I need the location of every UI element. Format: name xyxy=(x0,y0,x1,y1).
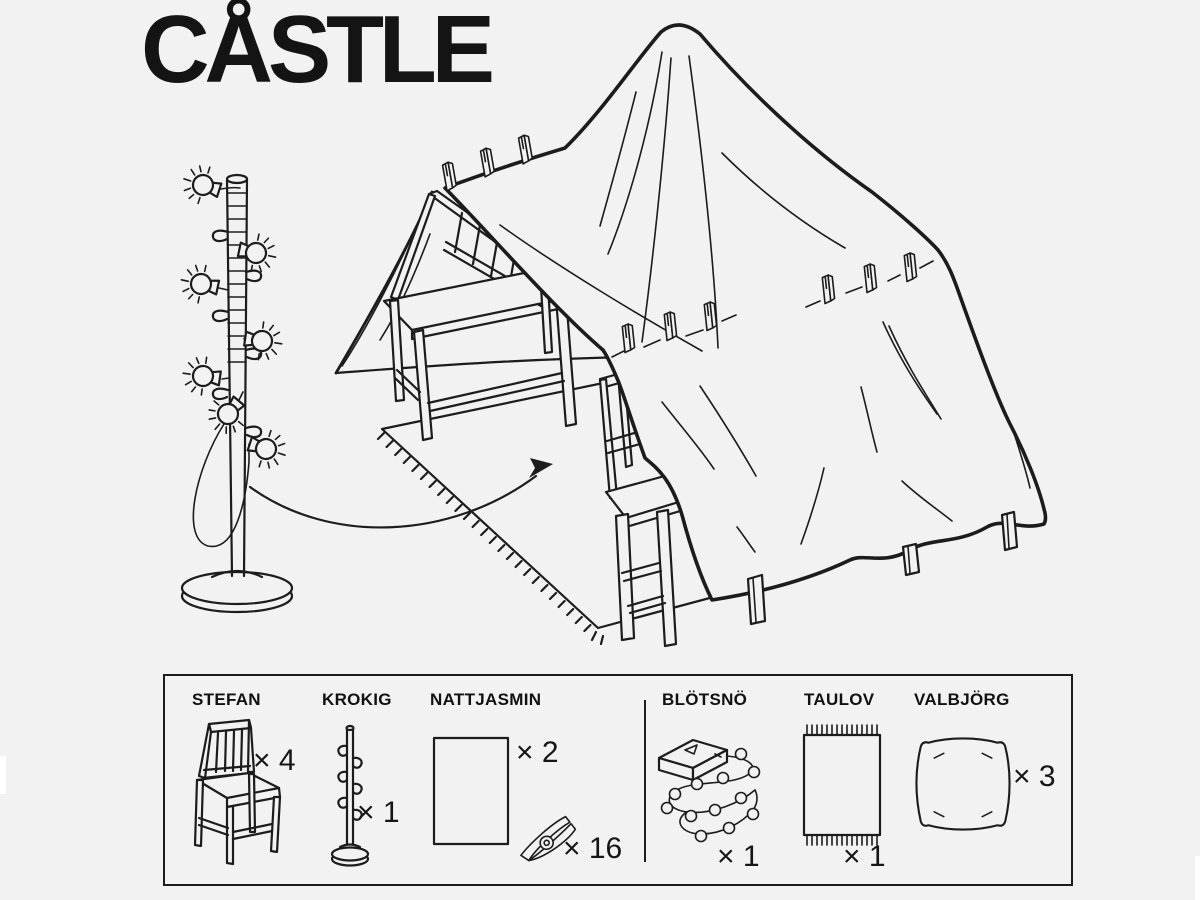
part-label-blotsno: BLÖTSNÖ xyxy=(662,690,748,709)
assembly-arrow-icon xyxy=(248,458,553,529)
blotsno-string-lights-icon xyxy=(653,728,777,851)
edge-artifact-right xyxy=(1195,856,1200,900)
edge-artifact-left xyxy=(0,756,6,794)
part-label-taulov: TAULOV xyxy=(804,690,875,709)
stefan-chair-icon xyxy=(187,718,291,875)
clothespin-icon xyxy=(515,808,579,877)
part-label-krokig: KROKIG xyxy=(322,690,392,709)
nattjasmin-sheet-icon xyxy=(432,736,510,851)
fort-illustration xyxy=(176,23,1048,648)
part-count-clothespin: × 16 xyxy=(563,832,623,865)
part-label-valbjorg: VALBJÖRG xyxy=(914,690,1010,709)
part-count-taulov: × 1 xyxy=(843,840,886,873)
coat-rack-with-lights xyxy=(176,159,294,614)
rear-chair-legs xyxy=(746,510,1019,626)
blanket xyxy=(443,23,1048,602)
part-label-stefan: STEFAN xyxy=(192,690,261,709)
taulov-rug-icon xyxy=(801,722,883,853)
parts-list-box: STEFAN × 4 KROKIG xyxy=(163,674,1073,886)
part-count-blotsno: × 1 xyxy=(717,840,760,873)
page-title: CÅSTLE xyxy=(141,0,495,103)
part-count-nattjasmin: × 2 xyxy=(516,736,559,769)
clothespins xyxy=(441,133,934,358)
part-label-nattjasmin: NATTJASMIN xyxy=(430,690,542,709)
krokig-coat-rack-icon xyxy=(323,720,377,875)
valbjorg-pillow-icon xyxy=(915,736,1011,837)
part-count-stefan: × 4 xyxy=(253,744,296,777)
part-count-valbjorg: × 3 xyxy=(1013,760,1056,793)
part-count-krokig: × 1 xyxy=(357,796,400,829)
parts-list-divider xyxy=(644,700,646,862)
